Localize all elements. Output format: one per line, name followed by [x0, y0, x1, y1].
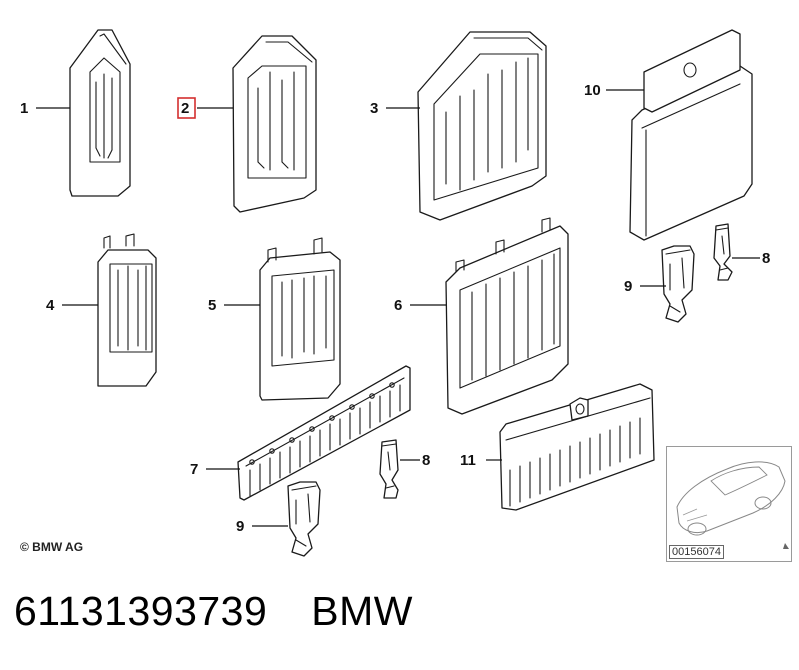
car-outline-icon [676, 461, 789, 549]
part-6-terminal-block [445, 217, 569, 415]
part-1-connector-housing [69, 29, 131, 197]
inset-image-code: 00156074 [669, 545, 724, 559]
callout-3: 3 [370, 100, 378, 117]
part-5-terminal-block [259, 237, 341, 401]
part-10-cover [629, 29, 753, 241]
part-4-terminal-block [97, 233, 157, 387]
callout-1: 1 [20, 100, 28, 117]
vehicle-location-inset: 00156074 [666, 446, 792, 562]
callout-7: 7 [190, 461, 198, 478]
callout-11: 11 [460, 452, 476, 469]
part-3-connector-housing [417, 31, 547, 221]
brand-name: BMW [311, 588, 413, 634]
callout-9-lower: 9 [236, 518, 244, 535]
part-9-contact-upper [661, 245, 695, 323]
highlight-box [177, 97, 196, 119]
callout-10: 10 [584, 82, 601, 99]
part-8-contact-lower [379, 439, 399, 499]
callout-6: 6 [394, 297, 402, 314]
part-9-contact-lower [287, 481, 321, 557]
part-number-footer: 61131393739 BMW [14, 588, 413, 635]
part-number: 61131393739 [14, 588, 268, 634]
callout-5: 5 [208, 297, 216, 314]
part-11-comb-strip [499, 383, 655, 511]
callout-4: 4 [46, 297, 55, 314]
callout-8-lower: 8 [422, 452, 430, 469]
callout-2: 2 [181, 100, 189, 117]
part-2-connector-housing [232, 35, 317, 213]
part-7-terminal-strip [237, 365, 411, 501]
part-8-contact-upper [713, 223, 733, 281]
parts-diagram: 1 2 3 4 5 6 [20, 29, 770, 557]
callout-8-upper: 8 [762, 250, 770, 267]
callout-9-upper: 9 [624, 278, 632, 295]
copyright-text: © BMW AG [20, 540, 84, 554]
